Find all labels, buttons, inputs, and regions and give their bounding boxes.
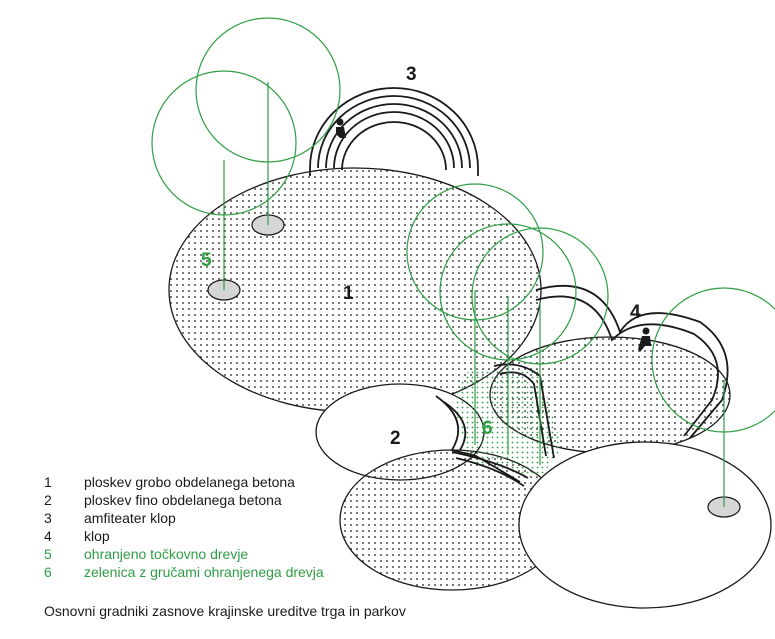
person-figure-amphitheater: [336, 118, 346, 138]
preserved-trees: [151, 17, 775, 507]
legend-number: 5: [44, 546, 52, 562]
legend-item: 5 ohranjeno točkovno drevje: [44, 545, 324, 563]
label-surface-fine: 2: [390, 428, 401, 449]
label-green-area: 6: [482, 418, 493, 439]
legend-number: 2: [44, 492, 52, 508]
label-surface-rough: 1: [343, 283, 354, 304]
label-preserved-tree: 5: [201, 250, 212, 271]
label-bench: 4: [630, 302, 641, 323]
legend-text: ploskev grobo obdelanega betona: [84, 474, 295, 490]
legend-text: amfiteater klop: [84, 510, 176, 526]
legend-text: ploskev fino obdelanega betona: [84, 492, 282, 508]
legend-text: ohranjeno točkovno drevje: [84, 546, 249, 562]
legend-item: 6 zelenica z gručami ohranjenega drevja: [44, 563, 324, 581]
legend-number: 3: [44, 510, 52, 526]
legend-item: 4 klop: [44, 527, 324, 545]
wavy-bench: [435, 285, 729, 487]
legend-item: 3 amfiteater klop: [44, 509, 324, 527]
label-amphitheater: 3: [406, 64, 417, 85]
legend-number: 1: [44, 474, 52, 490]
figure-caption: Osnovni gradniki zasnove krajinske uredi…: [44, 603, 406, 619]
legend-text: zelenica z gručami ohranjenega drevja: [84, 564, 324, 580]
legend: 1 ploskev grobo obdelanega betona 2 plos…: [44, 473, 324, 581]
person-figure-bench: [638, 327, 651, 352]
legend-item: 2 ploskev fino obdelanega betona: [44, 491, 324, 509]
amphitheater-bench: [309, 87, 479, 176]
surface-plain-southeast: [518, 441, 772, 609]
legend-text: klop: [84, 528, 110, 544]
legend-number: 6: [44, 564, 52, 580]
legend-number: 4: [44, 528, 52, 544]
legend-item: 1 ploskev grobo obdelanega betona: [44, 473, 324, 491]
green-area-clustered-trees: [452, 368, 562, 478]
